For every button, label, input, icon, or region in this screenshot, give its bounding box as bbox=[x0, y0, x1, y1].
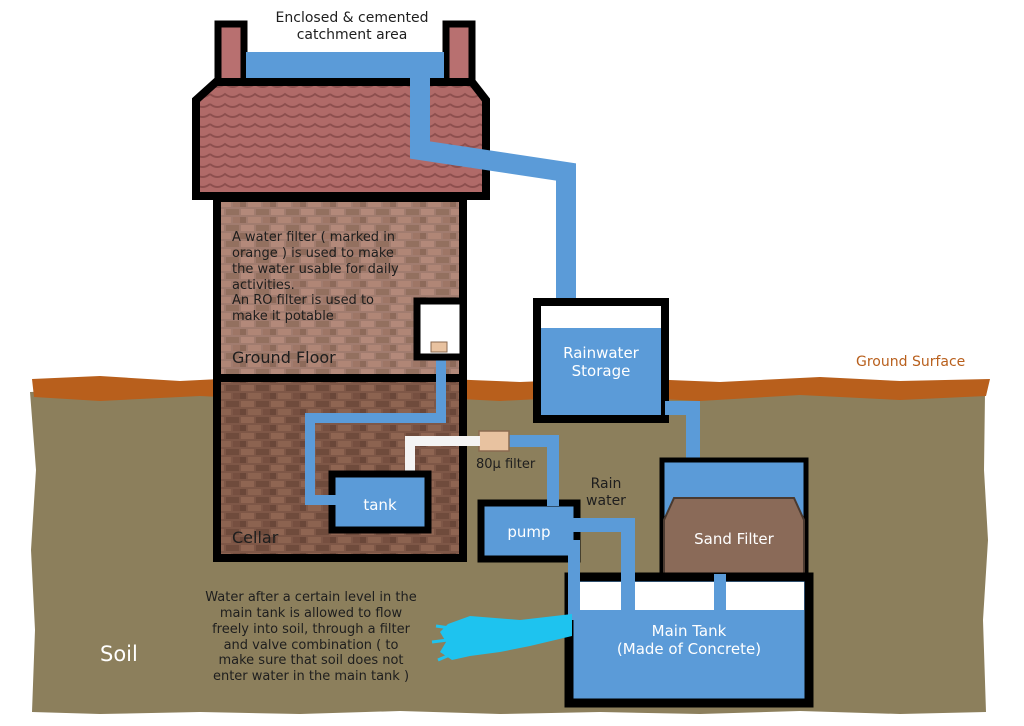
main-tank-label: Main Tank (Made of Concrete) bbox=[616, 622, 762, 659]
catchment-label: Enclosed & cemented catchment area bbox=[275, 10, 429, 44]
right-chimney bbox=[442, 20, 476, 90]
rain-water-pipe bbox=[572, 518, 635, 612]
cellar-tank-label: tank bbox=[363, 496, 397, 514]
rain-water-label: Rain water bbox=[586, 476, 626, 510]
rainwater-storage-label: Rainwater Storage bbox=[563, 344, 639, 381]
filtered-pipe bbox=[405, 436, 480, 482]
ground-floor-label: Ground Floor bbox=[232, 348, 336, 367]
overflow-spray bbox=[440, 614, 572, 660]
tank-to-ro-pipe bbox=[305, 350, 446, 505]
cellar-label: Cellar bbox=[232, 528, 279, 547]
ro-filter-cartridge bbox=[430, 341, 448, 353]
soil-label: Soil bbox=[100, 642, 138, 666]
roof bbox=[192, 78, 490, 200]
filter-80-label: 80μ filter bbox=[476, 457, 536, 472]
storage-to-sandfilter-pipe bbox=[665, 401, 700, 462]
filter-80-micron bbox=[478, 430, 510, 452]
overflow-note: Water after a certain level in the main … bbox=[205, 590, 417, 685]
sand-filter-label: Sand Filter bbox=[694, 530, 774, 548]
ground-surface-label: Ground Surface bbox=[856, 354, 966, 370]
catchment-downpipe bbox=[410, 66, 576, 302]
pump-label: pump bbox=[507, 523, 551, 541]
house-note: A water filter ( marked in orange ) is u… bbox=[232, 230, 399, 325]
sandfilter-to-maintank-pipe bbox=[714, 574, 726, 610]
left-chimney bbox=[214, 20, 248, 90]
pump-to-filter-pipe bbox=[508, 435, 559, 506]
